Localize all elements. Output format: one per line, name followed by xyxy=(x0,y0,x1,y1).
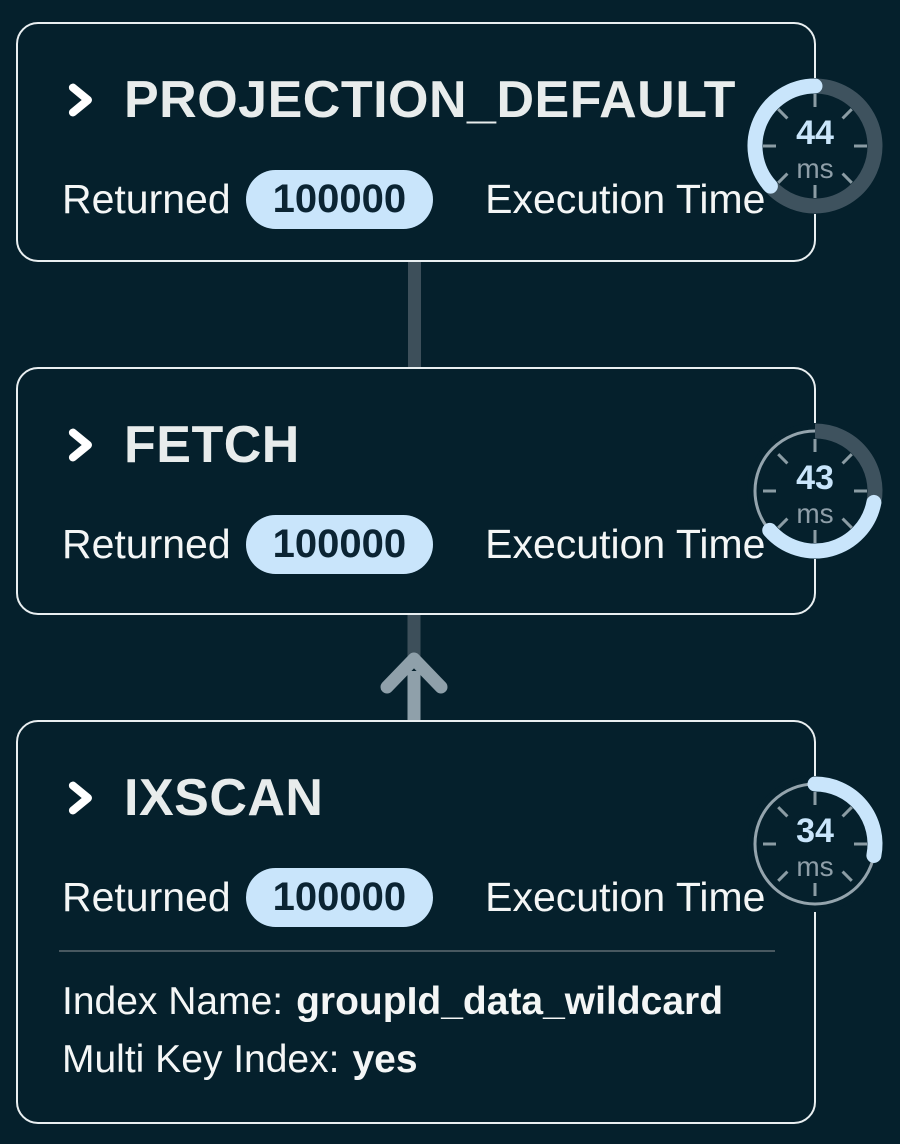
chevron-right-icon[interactable] xyxy=(64,79,96,121)
stage-title: PROJECTION_DEFAULT xyxy=(124,71,736,129)
returned-count-badge: 100000 xyxy=(245,169,434,229)
execution-time-unit: ms xyxy=(796,497,834,529)
connector-line xyxy=(408,258,421,372)
connector-arrow-up xyxy=(380,613,448,725)
clock-ticks xyxy=(763,439,867,543)
stage-card-fetch[interactable]: FETCH Returned 100000 Execution Time 43 … xyxy=(16,367,883,615)
execution-time-label: Execution Time xyxy=(485,520,766,567)
clock-ticks xyxy=(763,792,867,896)
chevron-right-icon[interactable] xyxy=(64,424,96,466)
execution-time-label: Execution Time xyxy=(485,175,766,222)
stage-card-projection-default[interactable]: PROJECTION_DEFAULT Returned 100000 Execu… xyxy=(16,22,883,262)
clock-progress-arcs xyxy=(807,776,883,863)
multi-key-index-row: Multi Key Index: yes xyxy=(62,1038,418,1082)
execution-time-clock: 44 ms xyxy=(745,76,885,216)
clock-progress-arcs xyxy=(762,423,883,559)
index-name-value: groupId_data_wildcard xyxy=(296,980,724,1023)
stage-header[interactable]: IXSCAN xyxy=(64,770,323,826)
multi-key-index-value: yes xyxy=(352,1038,418,1081)
execution-time-unit: ms xyxy=(796,850,834,882)
returned-label: Returned xyxy=(62,520,231,567)
index-name-label: Index Name: xyxy=(62,980,284,1023)
stage-header[interactable]: FETCH xyxy=(64,417,300,473)
card-divider xyxy=(59,950,775,952)
execution-time-clock: 34 ms xyxy=(745,774,885,914)
stage-title: IXSCAN xyxy=(124,769,324,827)
returned-count-badge: 100000 xyxy=(245,514,434,574)
execution-time-label: Execution Time xyxy=(485,873,766,920)
arrow-up-icon xyxy=(380,652,448,694)
stage-stats-row: Returned 100000 Execution Time xyxy=(62,867,766,927)
clock-progress-arcs xyxy=(747,78,883,214)
chevron-right-icon[interactable] xyxy=(64,777,96,819)
returned-label: Returned xyxy=(62,873,231,920)
execution-time-clock: 43 ms xyxy=(745,421,885,561)
execution-time-value: 34 xyxy=(796,811,834,850)
returned-count-badge: 100000 xyxy=(245,867,434,927)
execution-time-value: 44 xyxy=(796,113,834,152)
stage-stats-row: Returned 100000 Execution Time xyxy=(62,514,766,574)
execution-time-value: 43 xyxy=(796,458,834,497)
stage-title: FETCH xyxy=(124,416,300,474)
multi-key-index-label: Multi Key Index: xyxy=(62,1038,340,1081)
stage-stats-row: Returned 100000 Execution Time xyxy=(62,169,766,229)
execution-time-unit: ms xyxy=(796,152,834,184)
returned-label: Returned xyxy=(62,175,231,222)
stage-header[interactable]: PROJECTION_DEFAULT xyxy=(64,72,736,128)
stage-card-ixscan[interactable]: IXSCAN Returned 100000 Execution Time In… xyxy=(16,720,883,1124)
index-name-row: Index Name: groupId_data_wildcard xyxy=(62,980,723,1024)
clock-ticks xyxy=(763,94,867,198)
